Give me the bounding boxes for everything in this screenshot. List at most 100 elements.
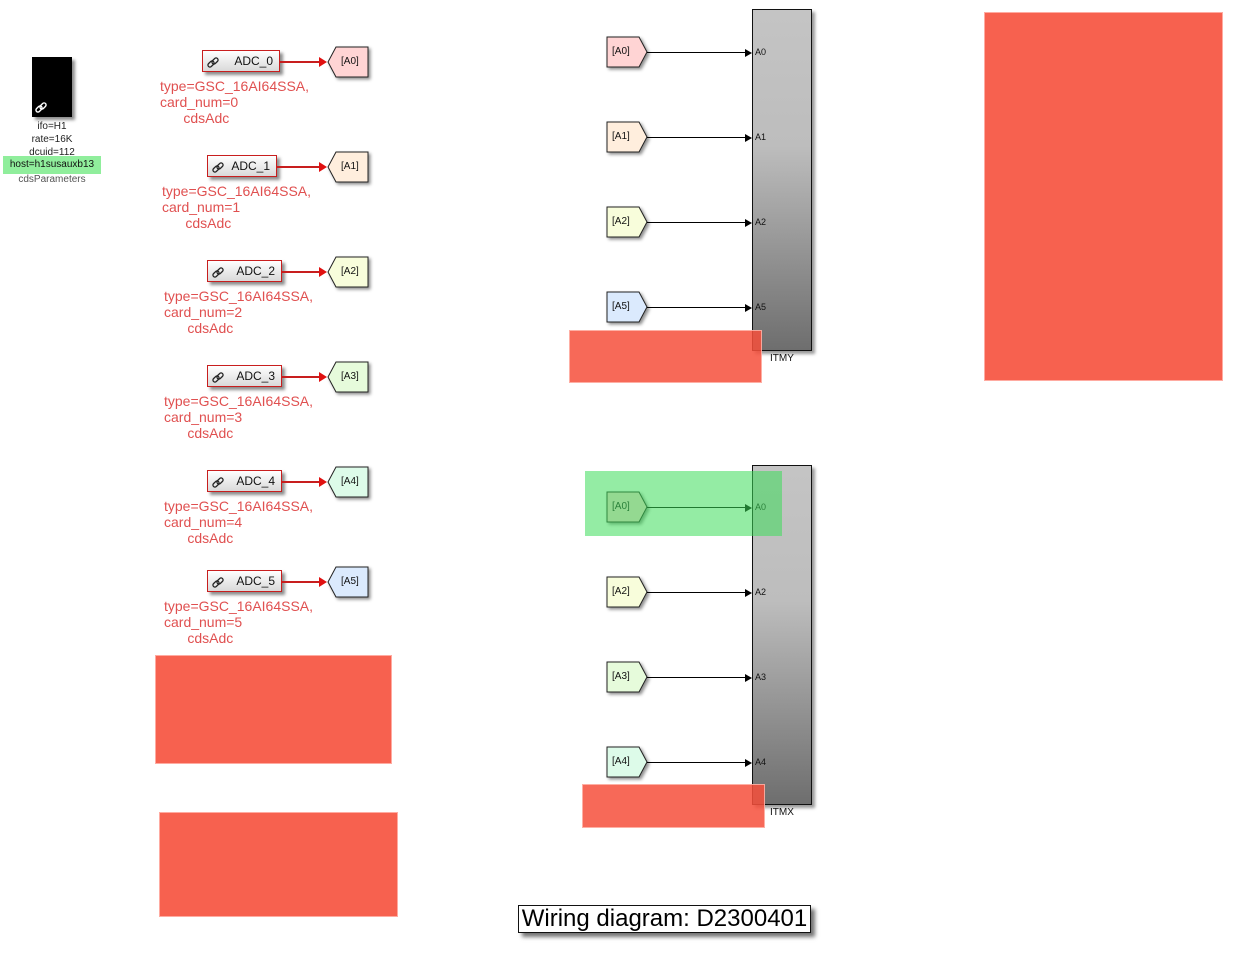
goto-tag-label: [A1] — [341, 161, 359, 172]
goto-tag[interactable]: [A3] — [327, 361, 369, 393]
input-port-label: A3 — [755, 672, 767, 682]
wire-arrowhead — [745, 588, 752, 597]
input-port-label: A2 — [755, 587, 767, 597]
signal-wire[interactable] — [282, 271, 320, 273]
input-port-label: A2 — [755, 217, 767, 227]
signal-wire[interactable] — [647, 222, 745, 224]
wire-arrowhead — [745, 133, 752, 142]
link-icon — [212, 162, 224, 173]
wire-arrowhead — [319, 577, 327, 587]
wire-arrowhead — [319, 477, 327, 487]
from-tag-label: [A5] — [612, 301, 630, 312]
signal-wire[interactable] — [282, 376, 320, 378]
adc-parameters: type=GSC_16AI64SSA, card_num=1 cdsAdc — [162, 183, 312, 231]
adc-block[interactable]: ADC_1 — [207, 155, 277, 177]
diagram-title: Wiring diagram: D2300401 — [518, 905, 811, 933]
goto-tag[interactable]: [A2] — [327, 256, 369, 288]
goto-tag[interactable]: [A4] — [327, 466, 369, 498]
signal-wire[interactable] — [280, 61, 320, 63]
goto-tag-label: [A4] — [341, 476, 359, 487]
goto-tag-label: [A0] — [341, 56, 359, 67]
from-tag[interactable]: [A3] — [606, 661, 648, 693]
link-icon — [212, 267, 224, 278]
signal-wire[interactable] — [647, 592, 745, 594]
highlight-region-itmy — [569, 330, 762, 383]
wire-arrowhead — [319, 57, 327, 67]
wire-arrowhead — [319, 162, 327, 172]
wire-arrowhead — [319, 267, 327, 277]
highlight-region-left-1 — [155, 655, 392, 764]
adc-parameters: type=GSC_16AI64SSA, card_num=5 cdsAdc — [164, 598, 314, 646]
param-rate: rate=16K — [31, 134, 73, 145]
param-host: host=h1susauxb13 — [3, 156, 101, 174]
param-dcuid: dcuid=112 — [29, 147, 75, 158]
link-icon — [212, 372, 224, 383]
wire-arrowhead — [745, 48, 752, 57]
adc-parameters: type=GSC_16AI64SSA, card_num=3 cdsAdc — [164, 393, 314, 441]
goto-tag[interactable]: [A1] — [327, 151, 369, 183]
wire-arrowhead — [745, 303, 752, 312]
wire-arrowhead — [745, 673, 752, 682]
from-tag[interactable]: [A0] — [606, 36, 648, 68]
wire-arrowhead — [319, 372, 327, 382]
goto-tag-label: [A5] — [341, 576, 359, 587]
goto-tag-label: [A3] — [341, 371, 359, 382]
itmy-name: ITMY — [770, 353, 794, 364]
goto-tag[interactable]: [A0] — [327, 46, 369, 78]
from-tag-label: [A2] — [612, 216, 630, 227]
from-tag-label: [A2] — [612, 586, 630, 597]
input-port-label: A1 — [755, 132, 767, 142]
adc-block[interactable]: ADC_0 — [202, 50, 280, 72]
input-port-label: A4 — [755, 757, 767, 767]
input-port-label: A5 — [755, 302, 767, 312]
link-icon — [35, 102, 47, 113]
from-tag-label: [A3] — [612, 671, 630, 682]
link-icon — [207, 57, 219, 68]
from-tag-label: [A1] — [612, 131, 630, 142]
input-port-label: A0 — [755, 47, 767, 57]
adc-block-label: ADC_5 — [236, 574, 275, 588]
from-tag[interactable]: [A1] — [606, 121, 648, 153]
param-ifo: ifo=H1 — [37, 121, 67, 132]
highlight-region-selected — [585, 471, 782, 536]
adc-block-label: ADC_3 — [236, 369, 275, 383]
adc-block[interactable]: ADC_3 — [207, 365, 282, 387]
signal-wire[interactable] — [647, 52, 745, 54]
adc-block-label: ADC_0 — [234, 54, 273, 68]
from-tag[interactable]: [A5] — [606, 291, 648, 323]
from-tag[interactable]: [A2] — [606, 576, 648, 608]
highlight-region-left-2 — [159, 812, 398, 917]
signal-wire[interactable] — [647, 762, 745, 764]
wire-arrowhead — [745, 218, 752, 227]
signal-wire[interactable] — [647, 137, 745, 139]
signal-wire[interactable] — [647, 307, 745, 309]
from-tag-label: [A4] — [612, 756, 630, 767]
signal-wire[interactable] — [282, 581, 320, 583]
from-tag[interactable]: [A2] — [606, 206, 648, 238]
from-tag-label: [A0] — [612, 46, 630, 57]
goto-tag-label: [A2] — [341, 266, 359, 277]
adc-block[interactable]: ADC_2 — [207, 260, 282, 282]
adc-block-label: ADC_4 — [236, 474, 275, 488]
signal-wire[interactable] — [277, 166, 320, 168]
wire-arrowhead — [745, 758, 752, 767]
itmx-name: ITMX — [770, 807, 794, 818]
from-tag[interactable]: [A4] — [606, 746, 648, 778]
adc-block[interactable]: ADC_5 — [207, 570, 282, 592]
adc-block[interactable]: ADC_4 — [207, 470, 282, 492]
itmy-block[interactable] — [752, 9, 812, 351]
adc-parameters: type=GSC_16AI64SSA, card_num=0 cdsAdc — [160, 78, 310, 126]
params-block-name: cdsParameters — [18, 174, 86, 185]
adc-block-label: ADC_2 — [236, 264, 275, 278]
link-icon — [212, 477, 224, 488]
highlight-region-itmx — [582, 784, 765, 828]
adc-block-label: ADC_1 — [231, 159, 270, 173]
adc-parameters: type=GSC_16AI64SSA, card_num=4 cdsAdc — [164, 498, 314, 546]
adc-parameters: type=GSC_16AI64SSA, card_num=2 cdsAdc — [164, 288, 314, 336]
highlight-region-right — [984, 12, 1223, 381]
cds-parameters-block[interactable] — [32, 57, 72, 117]
signal-wire[interactable] — [282, 481, 320, 483]
signal-wire[interactable] — [647, 677, 745, 679]
goto-tag[interactable]: [A5] — [327, 566, 369, 598]
link-icon — [212, 577, 224, 588]
